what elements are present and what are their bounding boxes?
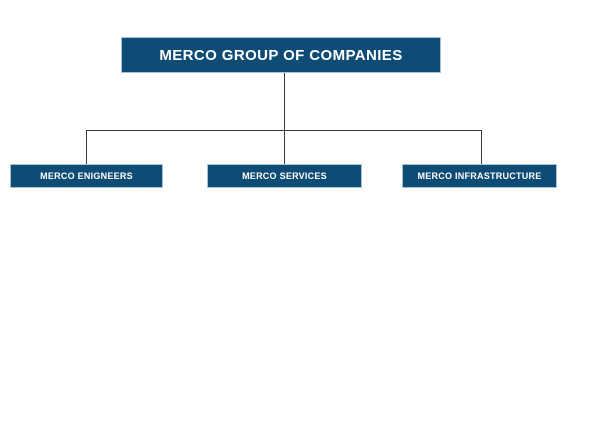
connector-drop-infrastructure xyxy=(481,130,482,164)
org-node-services-label: MERCO SERVICES xyxy=(242,171,327,181)
connector-drop-services xyxy=(284,130,285,164)
connector-root-stem xyxy=(284,73,285,130)
org-node-root[interactable]: MERCO GROUP OF COMPANIES xyxy=(121,37,441,73)
org-node-root-label: MERCO GROUP OF COMPANIES xyxy=(159,46,403,64)
org-node-engineers-label: MERCO ENIGNEERS xyxy=(40,171,133,181)
org-node-engineers[interactable]: MERCO ENIGNEERS xyxy=(10,164,163,188)
org-node-services[interactable]: MERCO SERVICES xyxy=(207,164,362,188)
connector-drop-engineers xyxy=(86,130,87,164)
org-node-infrastructure-label: MERCO INFRASTRUCTURE xyxy=(417,171,542,181)
org-node-infrastructure[interactable]: MERCO INFRASTRUCTURE xyxy=(402,164,557,188)
